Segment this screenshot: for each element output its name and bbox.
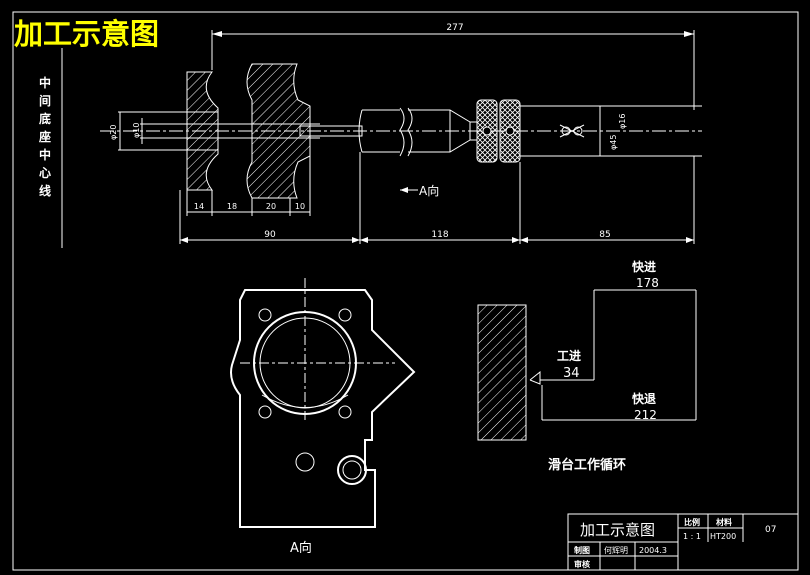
dim-118: 118	[431, 230, 448, 240]
cycle-rapid-out-value: 212	[634, 408, 657, 422]
banner-title: 加工示意图	[14, 17, 159, 51]
dim-diameters-left: φ20 φ10	[109, 111, 186, 151]
view-a-arrow-label: A向	[419, 183, 439, 198]
a-view-label: A向	[290, 540, 312, 556]
cycle-rapid-out-label: 快退	[632, 391, 656, 406]
title-block-drawn-label: 制图	[574, 545, 590, 555]
workpiece-wall-right	[246, 63, 311, 199]
dim-18: 18	[227, 202, 237, 211]
centerline-char-1: 中	[39, 75, 51, 90]
cycle-rapid-in-value: 178	[636, 276, 659, 290]
title-block-material-header: 材料	[716, 517, 732, 527]
dim-90: 90	[264, 230, 276, 240]
dim-20: 20	[266, 202, 276, 211]
slide-work-cycle: 快进 178 工进 34 快退 212	[477, 259, 697, 441]
title-block-title: 加工示意图	[580, 521, 655, 539]
title-block-drawn-date: 2004.3	[639, 546, 667, 555]
drawing-frame	[12, 11, 799, 571]
dim-dia10: φ10	[132, 123, 141, 138]
title-block: 加工示意图 比例 1 : 1 材料 HT200 07 制图 何辉明 2004.3…	[567, 513, 799, 571]
dim-overall-value: 277	[446, 23, 463, 33]
centerline-char-6: 心	[39, 166, 51, 180]
title-block-sheet-no: 07	[765, 525, 776, 535]
dim-10: 10	[295, 202, 305, 211]
dim-dia45: φ45	[609, 135, 618, 150]
base-centerline-label: 中 间 底 座 中 心 线	[38, 75, 51, 198]
centerline-char-2: 间	[39, 93, 51, 108]
title-block-material-value: HT200	[710, 532, 736, 541]
cycle-work-feed-label: 工进	[557, 348, 581, 363]
dim-dia20: φ20	[109, 125, 118, 140]
dim-chain-upper: 14 18 20 10	[186, 156, 311, 216]
dim-chain-lower: 90 118 85	[179, 152, 695, 244]
centerline-char-3: 底	[39, 111, 51, 126]
cycle-caption: 滑台工作循环	[548, 457, 626, 473]
title-block-scale-header: 比例	[684, 517, 700, 527]
dim-85: 85	[599, 230, 610, 240]
centerline-char-4: 座	[38, 129, 51, 144]
title-block-checked-label: 审核	[574, 559, 590, 569]
a-view-part	[230, 278, 416, 528]
centerline-char-5: 中	[39, 147, 51, 162]
tool-holder	[358, 107, 471, 157]
dim-dia16: φ16	[618, 114, 627, 129]
view-a-arrow: A向	[400, 183, 439, 198]
dim-14: 14	[194, 202, 204, 211]
dim-overall: 277	[211, 23, 695, 110]
knurled-coupling	[470, 99, 521, 163]
cycle-rapid-in-label: 快进	[632, 259, 656, 274]
boring-bar	[299, 125, 363, 137]
title-block-scale-value: 1 : 1	[683, 532, 701, 541]
cycle-work-feed-value: 34	[563, 366, 580, 381]
workpiece-wall-left	[186, 71, 219, 191]
title-block-drawn-name: 何辉明	[604, 545, 628, 555]
spindle-shaft: φ45 φ16	[520, 105, 702, 157]
centerline-char-7: 线	[39, 183, 51, 198]
